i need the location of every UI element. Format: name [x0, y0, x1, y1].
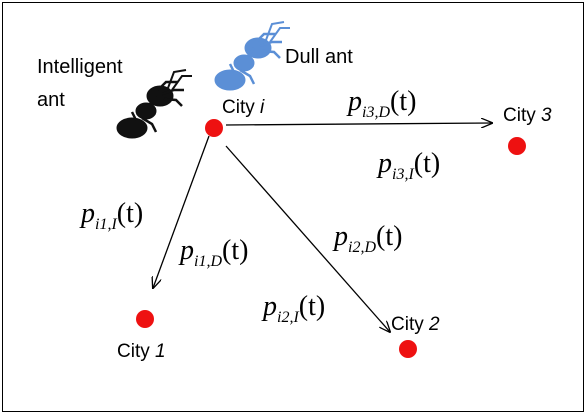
- prob-i2-dull: pi2,D(t): [332, 221, 402, 256]
- city-i-dot: [205, 119, 223, 137]
- dull-ant-icon: [213, 20, 292, 92]
- edge-i-to-3: [225, 123, 492, 125]
- prob-i2-intelligent: pi2,I(t): [261, 291, 325, 326]
- edge-i-to-2: [225, 145, 390, 332]
- city-3-label: City 3: [503, 105, 552, 126]
- edge-i-to-1: [153, 135, 210, 288]
- city-3-dot: [508, 137, 526, 155]
- intelligent-ant-label: Intelligent: [37, 56, 123, 78]
- prob-i3-dull: pi3,D(t): [346, 86, 416, 121]
- city-2-dot: [399, 340, 417, 358]
- city-1-dot: [136, 310, 154, 328]
- city-2-label: City 2: [391, 314, 440, 335]
- diagram-frame: [2, 2, 584, 412]
- intelligent-ant-icon: [115, 68, 194, 140]
- city-1-label: City 1: [117, 341, 166, 362]
- dull-ant-label: Dull ant: [285, 46, 353, 68]
- intelligent-ant-label-line2: ant: [37, 89, 65, 111]
- city-i-label: City i: [222, 97, 265, 118]
- prob-i1-intelligent: pi1,I(t): [79, 198, 143, 233]
- prob-i3-intelligent: pi3,I(t): [376, 148, 440, 183]
- prob-i1-dull: pi1,D(t): [178, 235, 248, 270]
